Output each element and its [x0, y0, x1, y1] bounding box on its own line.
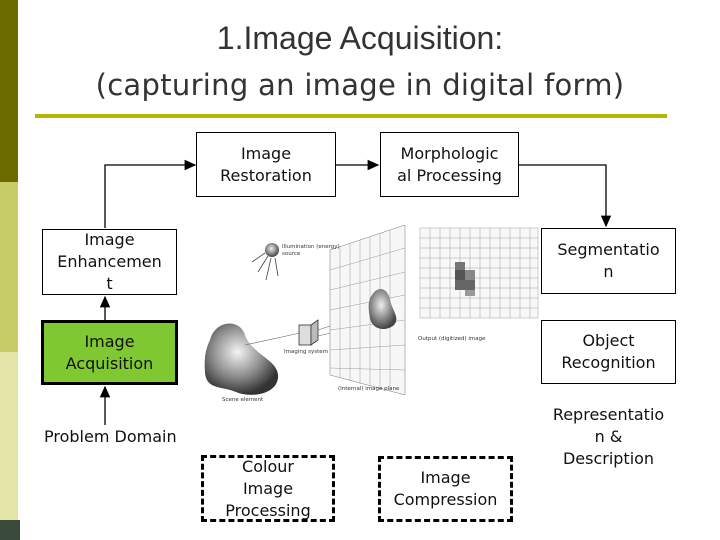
colour-image-processing-box: Colour Image Processing: [201, 455, 335, 522]
internal-plane-label: (Internal) image plane: [338, 386, 400, 392]
sidebar-accent: [0, 0, 18, 540]
scene-element-label: Scene element: [222, 397, 264, 403]
sidebar-band-light: [0, 352, 18, 540]
image-restoration-box: Image Restoration: [196, 132, 336, 197]
representation-description-box: Representatio n & Description: [552, 405, 665, 468]
slide-subtitle: (capturing an image in digital form): [95, 68, 625, 102]
morphological-to-segmentation-connector: [519, 164, 612, 228]
corner-logo-icon: [0, 520, 20, 540]
image-plane-grid: [329, 224, 406, 396]
morphological-processing-box: Morphologic al Processing: [380, 132, 519, 197]
output-image-grid: [419, 227, 539, 319]
image-acquisition-box: Image Acquisition: [41, 320, 178, 385]
output-image-label: Output (digitized) image: [418, 336, 486, 342]
enhancement-to-restoration-connector: [104, 159, 197, 228]
object-recognition-box: Object Recognition: [541, 320, 676, 384]
slide-title: 1.Image Acquisition:: [216, 20, 504, 56]
illumination-label: Illumination (energy) source: [282, 244, 340, 257]
image-compression-box: Image Compression: [378, 456, 513, 522]
sidebar-band-mid: [0, 182, 18, 352]
sidebar-band-dark: [0, 0, 18, 182]
illumination-source-icon: [265, 243, 279, 257]
projected-image-shape: [368, 288, 397, 330]
title-underline: [35, 114, 667, 118]
problem-domain-label: Problem Domain: [44, 427, 177, 446]
output-pixel-blob: [455, 262, 475, 296]
imaging-system-label: Imaging system: [284, 349, 328, 355]
imaging-system-icon: [298, 324, 312, 346]
image-enhancement-box: Image Enhancemen t: [42, 229, 177, 295]
segmentation-box: Segmentatio n: [541, 228, 676, 294]
scene-element-shape: [204, 323, 279, 395]
